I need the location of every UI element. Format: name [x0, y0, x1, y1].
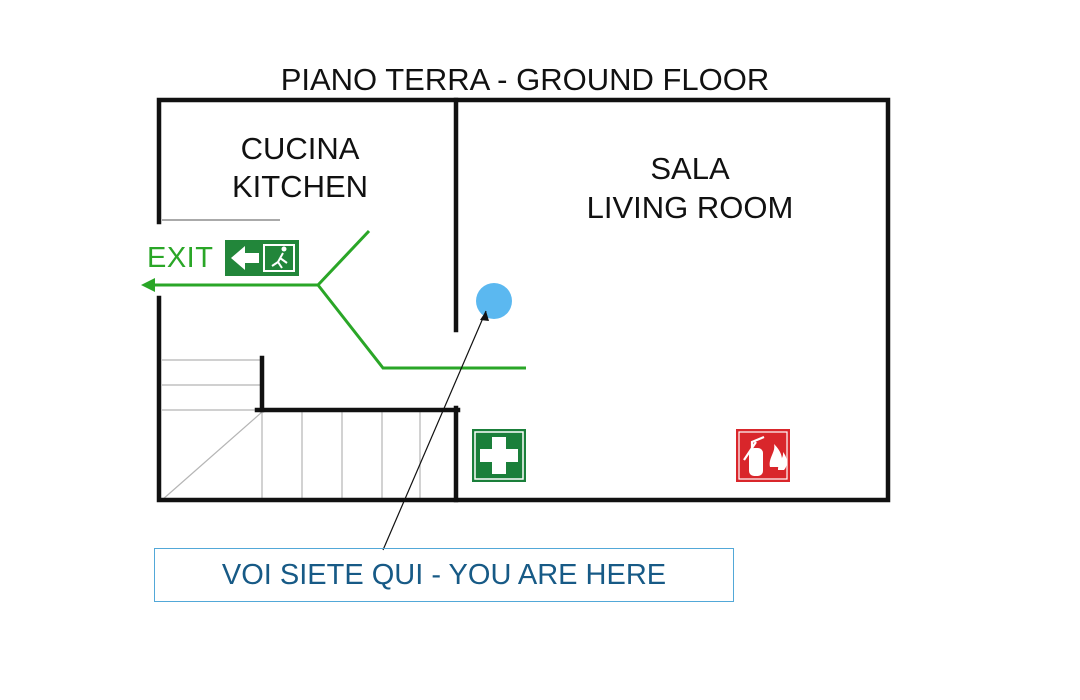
walls	[156, 97, 891, 503]
escape-route	[141, 229, 526, 370]
page-title: PIANO TERRA - GROUND FLOOR	[280, 62, 770, 97]
room-label-living-en: LIVING ROOM	[586, 190, 794, 225]
fire-extinguisher-icon	[736, 429, 790, 482]
you-are-here-marker-icon	[476, 283, 512, 319]
callout-pointer-arrowhead	[480, 311, 489, 321]
you-are-here-callout: VOI SIETE QUI - YOU ARE HERE	[154, 548, 734, 602]
emergency-exit-icon	[225, 240, 299, 276]
staircase	[161, 219, 421, 501]
room-label-kitchen-en: KITCHEN	[231, 169, 369, 204]
first-aid-icon	[472, 429, 526, 482]
room-label-living-it: SALA	[650, 151, 730, 186]
room-label-kitchen-it: CUCINA	[240, 131, 360, 166]
callout-pointer	[382, 310, 487, 551]
exit-label: EXIT	[147, 242, 214, 274]
